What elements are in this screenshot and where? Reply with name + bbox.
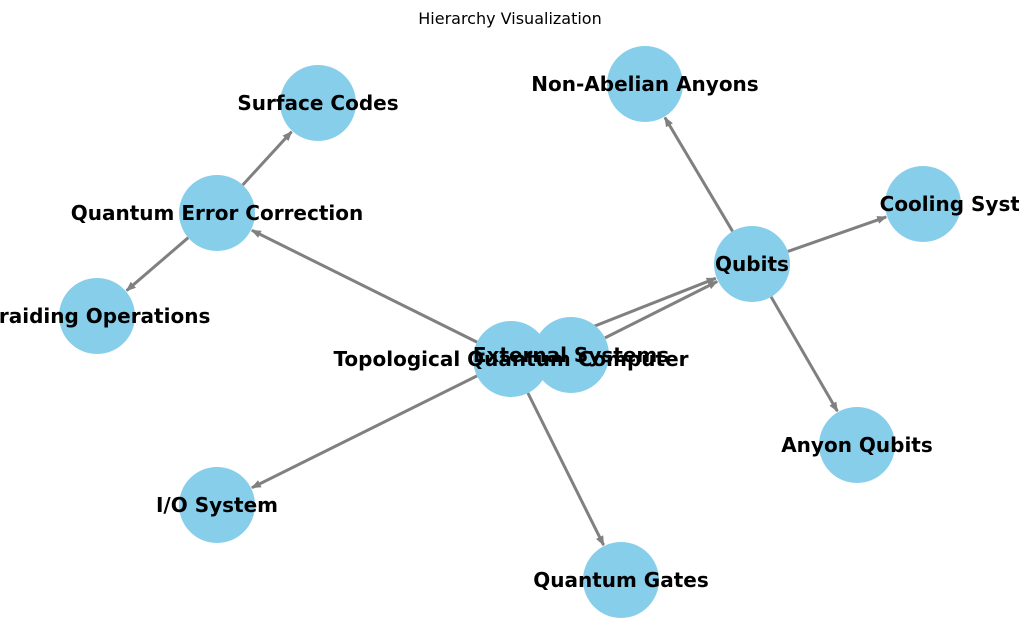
node-label-tqc: Topological Quantum Computer (333, 347, 688, 371)
node-label-nab: Non-Abelian Anyons (531, 72, 758, 96)
diagram-title: Hierarchy Visualization (418, 9, 601, 28)
node-qubits[interactable] (714, 226, 790, 302)
node-label-anyon: Anyon Qubits (781, 433, 933, 457)
node-label-cool: Cooling System (880, 192, 1019, 216)
node-label-gates: Quantum Gates (533, 568, 709, 592)
edge-tqc-to-gates (526, 392, 605, 546)
edge-qec-to-braid (125, 236, 190, 292)
node-label-ext: External Systems (473, 343, 669, 367)
edge-tqc-to-qec (251, 228, 478, 344)
node-label-io: I/O System (156, 493, 278, 517)
edge-qec-to-surf (241, 130, 293, 187)
node-nab[interactable] (607, 46, 683, 122)
node-label-surf: Surface Codes (237, 91, 398, 115)
edge-qubits-to-anyon (769, 296, 839, 413)
edge-qubits-to-cool (787, 215, 888, 253)
node-qec[interactable] (179, 175, 255, 251)
node-tqc[interactable] (473, 321, 549, 397)
node-io[interactable] (179, 467, 255, 543)
node-anyon[interactable] (819, 407, 895, 483)
node-braid[interactable] (59, 278, 135, 354)
node-ext[interactable] (533, 317, 609, 393)
node-gates[interactable] (583, 542, 659, 618)
edge-tqc-to-io (251, 374, 478, 490)
node-label-qubits: Qubits (715, 252, 789, 276)
node-cool[interactable] (885, 166, 961, 242)
edge-qubits-to-nab (663, 116, 734, 233)
node-surf[interactable] (280, 65, 356, 141)
node-label-braid: Braiding Operations (0, 304, 210, 328)
nodes-layer (59, 46, 961, 618)
node-label-qec: Quantum Error Correction (71, 201, 364, 225)
edge-ext-to-qubits (604, 280, 719, 340)
